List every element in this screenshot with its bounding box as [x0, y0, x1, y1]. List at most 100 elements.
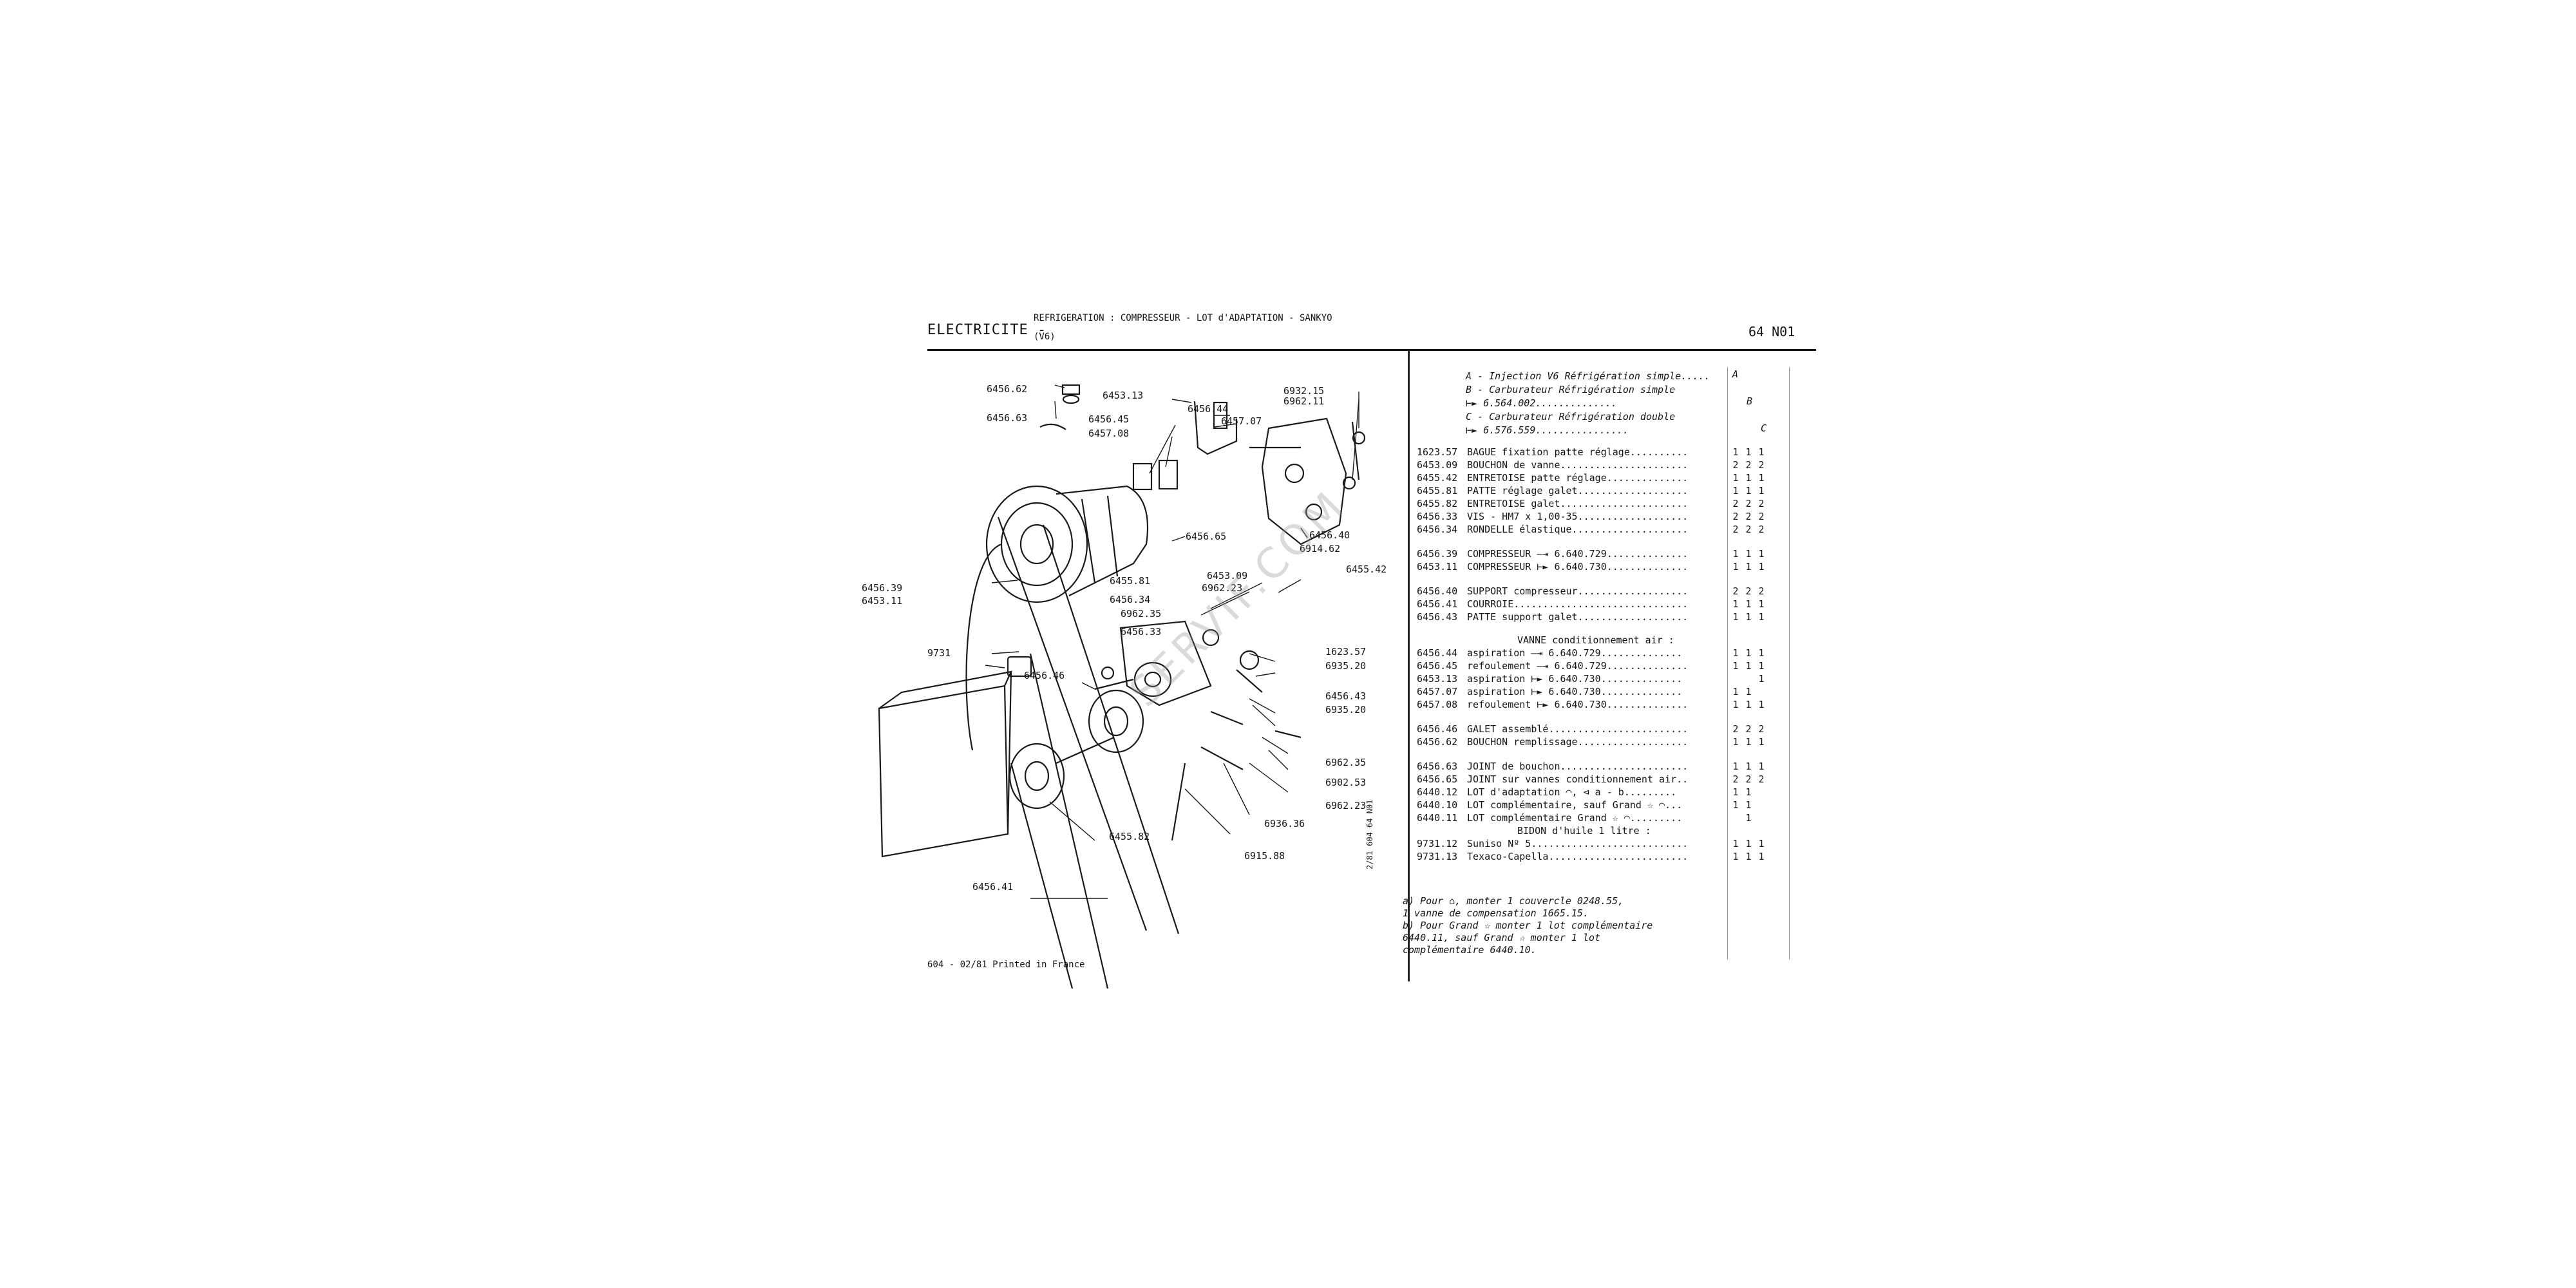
quantity-b: 1 — [1745, 446, 1752, 458]
callout: 6915.88 — [1244, 850, 1285, 862]
quantity-a: 2 — [1732, 498, 1739, 509]
quantity-a: 1 — [1732, 647, 1739, 659]
part-description: JOINT sur vannes conditionnement air.. — [1467, 773, 1689, 785]
footnote: a) Pour ⌂, monter 1 couvercle 0248.55, — [1403, 895, 1624, 907]
callout: 6902.53 — [1325, 777, 1367, 788]
quantity-b: 1 — [1745, 838, 1752, 849]
quantity-a: 2 — [1732, 723, 1739, 735]
part-reference: 6455.42 — [1417, 472, 1458, 484]
quantity-b: 1 — [1745, 472, 1752, 484]
footnotes: a) Pour ⌂, monter 1 couvercle 0248.55, 1… — [1403, 895, 1653, 956]
part-description: ENTRETOISE patte réglage.............. — [1467, 472, 1689, 484]
callout: 6453.13 — [1103, 390, 1144, 401]
part-description: BIDON d'huile 1 litre : — [1517, 825, 1651, 837]
footnote: complémentaire 6440.10. — [1403, 944, 1537, 956]
quantity-a: 1 — [1732, 761, 1739, 772]
parts-row: 6457.08 refoulement ⊢► 6.640.730.........… — [1417, 698, 1765, 711]
quantity-b: 1 — [1745, 611, 1752, 623]
quantity-c: 2 — [1758, 585, 1765, 597]
callout: 6456.43 — [1325, 690, 1367, 702]
part-reference: 6456.46 — [1417, 723, 1458, 735]
quantity-a: 2 — [1732, 459, 1739, 471]
callout: 6935.20 — [1325, 704, 1367, 715]
callout: 6456.45 — [1088, 413, 1130, 425]
quantity-b: 1 — [1745, 699, 1752, 710]
callout: 6456.33 — [1121, 626, 1162, 638]
callout: 6962.35 — [1121, 608, 1162, 620]
quantity-a: 1 — [1732, 485, 1739, 497]
quantity-c: 1 — [1758, 660, 1765, 672]
part-reference: 6440.10 — [1417, 799, 1458, 811]
quantity-b: 2 — [1745, 585, 1752, 597]
parts-row: BIDON d'huile 1 litre : — [1417, 824, 1651, 837]
quantity-b: 2 — [1745, 773, 1752, 785]
part-description: refoulement —⇥ 6.640.729.............. — [1467, 660, 1689, 672]
part-reference: 6455.81 — [1417, 485, 1458, 497]
part-description: aspiration ⊢► 6.640.730.............. — [1467, 673, 1683, 685]
quantity-c: 2 — [1758, 459, 1765, 471]
parts-row: 6455.42 ENTRETOISE patte réglage.........… — [1417, 471, 1765, 484]
part-reference: 6455.82 — [1417, 498, 1458, 509]
callout: 6456.40 — [1309, 529, 1350, 541]
quantity-a: 1 — [1732, 686, 1739, 697]
callout: 6456.62 — [987, 383, 1028, 395]
part-reference: 6457.08 — [1417, 699, 1458, 710]
quantity-a: 1 — [1732, 611, 1739, 623]
part-description: refoulement ⊢► 6.640.730.............. — [1467, 699, 1689, 710]
callout: 6456.34 — [1110, 594, 1151, 605]
variant-note: ⊢► 6.576.559................ — [1466, 424, 1629, 436]
part-reference: 6456.34 — [1417, 524, 1458, 535]
page-code: 64 N01 — [1748, 324, 1795, 339]
callout: 6914.62 — [1300, 543, 1341, 554]
callout: 6932.15 — [1283, 385, 1325, 397]
quantity-b: 1 — [1745, 660, 1752, 672]
callout: 9731 — [927, 647, 951, 659]
quantity-c: 2 — [1758, 511, 1765, 522]
quantity-b: 1 — [1745, 561, 1752, 573]
quantity-a: 1 — [1732, 561, 1739, 573]
callout: 6456.65 — [1186, 531, 1227, 542]
callout: 6935.20 — [1325, 660, 1367, 672]
part-reference: 6456.62 — [1417, 736, 1458, 748]
quantity-b: 1 — [1745, 598, 1752, 610]
part-description: Suniso Nº 5........................... — [1467, 838, 1689, 849]
quantity-c: 2 — [1758, 524, 1765, 535]
quantity-a: 1 — [1732, 598, 1739, 610]
part-reference: 6456.65 — [1417, 773, 1458, 785]
quantity-b: 2 — [1745, 524, 1752, 535]
part-description: Texaco-Capella........................ — [1467, 851, 1689, 862]
part-reference: 9731.12 — [1417, 838, 1458, 849]
quantity-c: 1 — [1758, 838, 1765, 849]
quantity-c: 1 — [1758, 761, 1765, 772]
callout: 6962.23 — [1325, 800, 1367, 811]
quantity-b: 2 — [1745, 511, 1752, 522]
part-reference: 6440.12 — [1417, 786, 1458, 798]
quantity-c: 1 — [1758, 446, 1765, 458]
part-reference: 6456.33 — [1417, 511, 1458, 522]
part-description: VIS - HM7 x 1,00-35................... — [1467, 511, 1689, 522]
column-rule — [1789, 367, 1790, 960]
quantity-a: 2 — [1732, 511, 1739, 522]
quantity-a: 1 — [1732, 548, 1739, 560]
part-description: COMPRESSEUR ⊢► 6.640.730.............. — [1467, 561, 1689, 573]
quantity-c: 2 — [1758, 498, 1765, 509]
callout: 6456.39 — [862, 582, 903, 594]
quantity-b: 1 — [1745, 548, 1752, 560]
variant-notes: A - Injection V6 Réfrigération simple...… — [1466, 370, 1710, 437]
exploded-diagram — [878, 384, 1366, 989]
part-description: SUPPORT compresseur................... — [1467, 585, 1689, 597]
quantity-b: 1 — [1745, 485, 1752, 497]
part-reference: 6456.41 — [1417, 598, 1458, 610]
page-subtitle: (V6) — [1034, 332, 1056, 342]
part-reference: 6456.39 — [1417, 548, 1458, 560]
part-description: RONDELLE élastique.................... — [1467, 524, 1689, 535]
